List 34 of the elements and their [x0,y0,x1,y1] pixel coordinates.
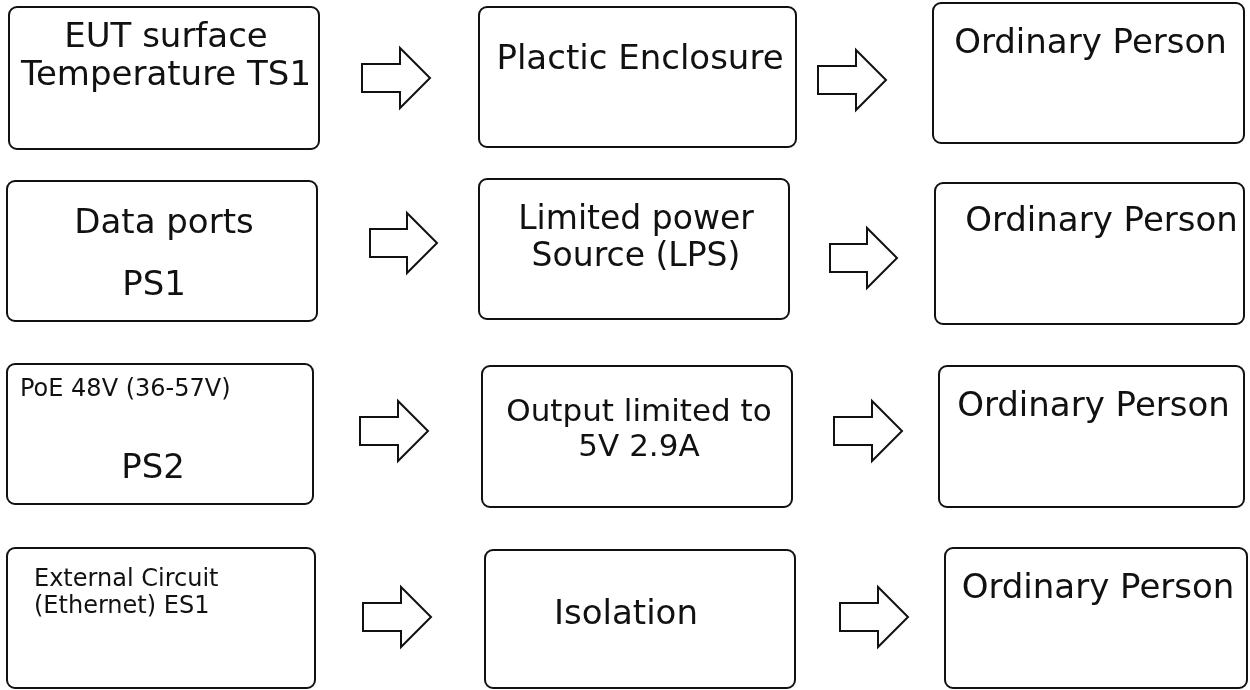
box-label: PS1 [121,264,187,303]
process-box [478,6,797,148]
process-box [934,182,1245,325]
block-arrow [829,225,899,291]
block-arrow [839,584,910,650]
block-arrow [361,45,432,111]
process-box [932,2,1245,144]
box-label: PoE 48V (36-57V) [20,375,232,402]
process-box [944,547,1248,689]
box-label: External Circuit (Ethernet) ES1 [34,565,220,619]
process-box [484,549,796,689]
box-label: Ordinary Person [960,567,1236,606]
box-label: Plactic Enclosure [495,38,785,77]
process-box [8,6,320,150]
box-label: Data ports [73,202,255,241]
box-label: PS2 [120,447,186,486]
box-label: Output limited to 5V 2.9A [505,393,773,463]
block-arrow [817,47,888,113]
process-box [481,365,793,508]
block-arrow [369,210,439,276]
process-box [6,363,314,505]
process-box [6,547,316,689]
process-box [6,180,318,322]
box-label: Ordinary Person [956,385,1231,424]
block-arrow [362,584,433,650]
box-label: Ordinary Person [953,22,1228,61]
process-box [478,178,790,320]
process-box [938,365,1245,508]
box-label: Limited power Source (LPS) [517,200,755,274]
block-arrow [359,398,430,464]
box-label: Ordinary Person [964,200,1239,239]
block-arrow [833,398,904,464]
box-label: EUT surface Temperature TS1 [19,16,313,93]
box-label: Isolation [553,593,699,632]
